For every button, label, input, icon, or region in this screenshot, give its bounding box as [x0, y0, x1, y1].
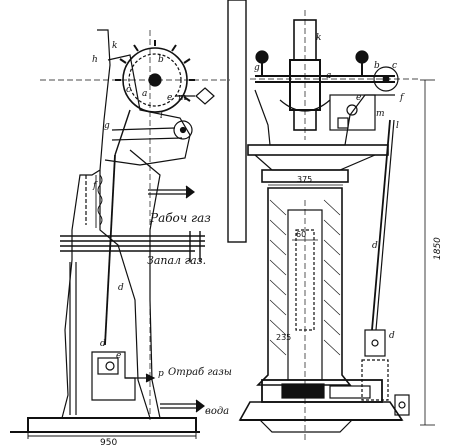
left-coil: [95, 174, 103, 228]
left-label-g: g: [104, 121, 110, 131]
left-side-elevation: [10, 29, 230, 439]
left-working-gas-arrow: [148, 185, 195, 199]
left-label-k: k: [112, 41, 117, 51]
left-label-e: e: [167, 93, 172, 103]
left-mechanism-housing: [104, 54, 191, 166]
left-label-h: h: [92, 55, 98, 65]
right-insulation-hatch: [269, 199, 341, 356]
right-left-governor-ball: [255, 50, 269, 64]
left-dimension-950-line: [27, 433, 197, 439]
label-dim-1850: 1850: [433, 237, 443, 260]
right-label-e: e: [356, 93, 361, 103]
left-crank-wheel: [173, 120, 193, 140]
right-label-f: f: [399, 93, 405, 103]
right-front-elevation: [238, 10, 435, 440]
label-exhaust-gas: Отраб газы: [168, 367, 232, 378]
right-label-a: a: [326, 71, 331, 81]
label-working-gas: Рабоч газ: [149, 211, 211, 225]
left-label-d2: d: [100, 339, 106, 349]
right-label-d: d: [372, 241, 378, 251]
right-valve-mechanism: [329, 94, 376, 131]
left-label-d: d: [118, 283, 124, 293]
center-divider-bar: [227, 0, 247, 243]
left-indicator-diamond: [195, 87, 215, 105]
label-dim-60: 60: [296, 230, 306, 239]
left-water-arrow: [160, 399, 205, 413]
right-label-l: l: [396, 121, 399, 131]
right-dimension-1850-line: [420, 79, 435, 426]
label-pilot-gas: Запал газ.: [147, 254, 206, 267]
left-label-l: l: [160, 111, 163, 121]
right-view-labels: k g a b c e m l f d d 375 60 235 1850: [254, 33, 443, 342]
right-lower-box: [364, 329, 386, 357]
left-rod-d: [104, 154, 116, 346]
left-label-m: m: [178, 93, 187, 103]
left-view-labels: Рабоч газ Запал газ. Отраб газы вода 950…: [92, 41, 232, 448]
right-rod-d: [371, 119, 391, 331]
right-label-g: g: [254, 63, 260, 73]
left-label-a: a: [142, 89, 147, 99]
right-right-governor-ball: [355, 50, 369, 64]
right-label-b: b: [374, 61, 380, 71]
left-column: [99, 170, 151, 419]
right-tower-body: [256, 187, 352, 386]
left-label-p: p: [158, 369, 164, 379]
right-label-m: m: [376, 109, 385, 119]
left-gear-teeth: [115, 40, 195, 102]
label-dim-375: 375: [297, 175, 312, 184]
left-label-c: c: [126, 85, 131, 95]
left-label-f: f: [92, 181, 98, 191]
label-dim-950: 950: [100, 438, 117, 448]
right-end-gear: [373, 66, 399, 92]
right-label-k: k: [316, 33, 321, 43]
left-label-e2: e: [116, 351, 121, 361]
label-water: вода: [205, 406, 229, 417]
right-label-c: c: [392, 61, 397, 71]
label-dim-235: 235: [276, 333, 291, 342]
left-gas-pipes: [60, 231, 205, 262]
right-label-d2: d: [389, 331, 395, 341]
left-label-b: b: [158, 55, 164, 65]
